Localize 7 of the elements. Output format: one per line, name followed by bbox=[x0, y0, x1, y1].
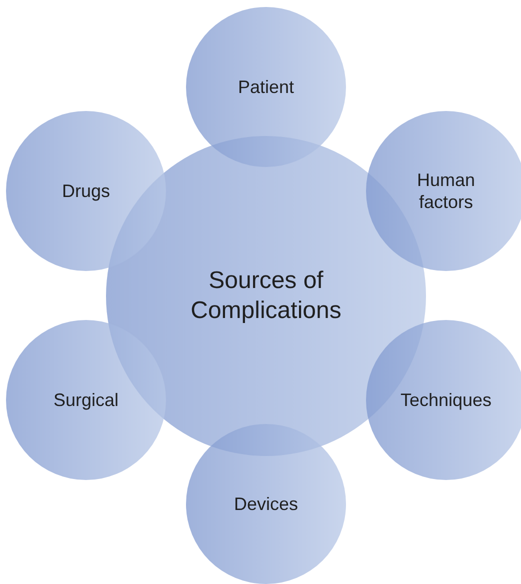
circle-label: Patient bbox=[238, 76, 294, 98]
circle-label: Techniques bbox=[400, 388, 492, 412]
circle-label: Devices bbox=[234, 492, 298, 516]
circle-label: Surgical bbox=[53, 388, 119, 412]
circle-label: Human factors bbox=[416, 168, 476, 214]
circle-label: Sources of Complications bbox=[190, 266, 342, 326]
circle-label: Drugs bbox=[62, 180, 110, 202]
